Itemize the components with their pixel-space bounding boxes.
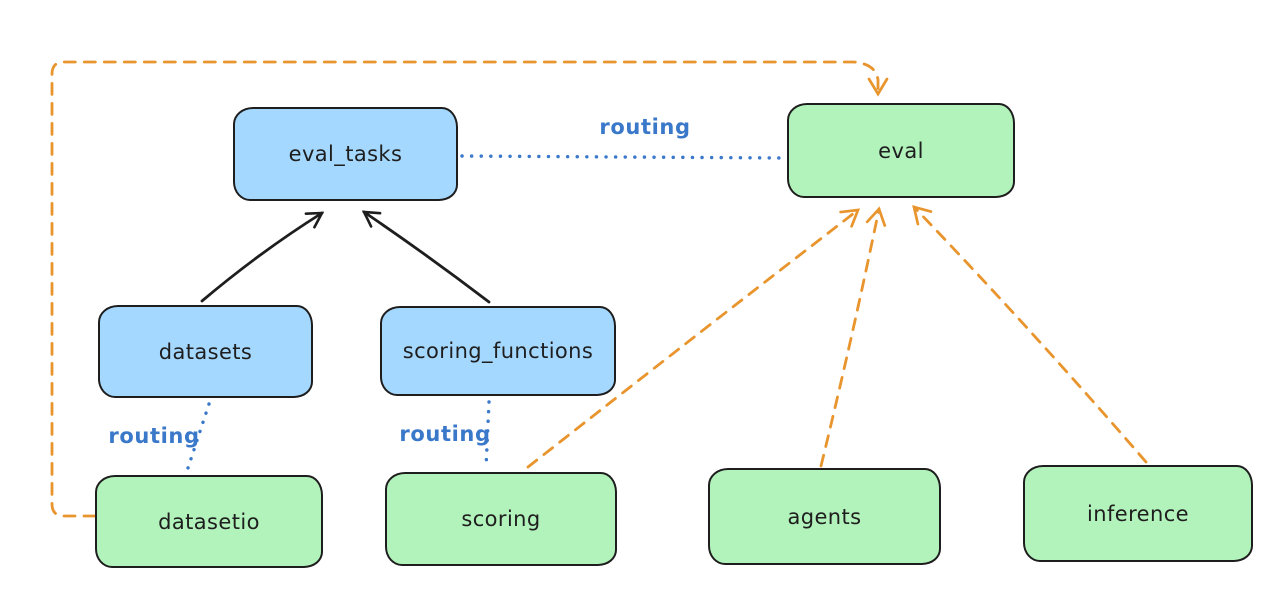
edge-agents-to-eval [819,206,887,468]
edge-datasets-to-eval-tasks [200,211,325,303]
node-eval-label: eval [878,138,924,163]
edge-scoring-functions-to-eval-tasks [361,210,491,304]
edge-scoring-functions-to-scoring-routing [484,400,491,470]
node-agents: agents [708,468,941,565]
edge-inference-to-eval [912,205,1148,464]
node-datasetio: datasetio [95,475,323,568]
node-scoring-functions-label: scoring_functions [402,339,594,363]
edge-label-routing-scoring: routing [399,422,491,446]
edge-datasetio-to-eval [50,60,889,518]
edge-datasets-to-datasetio-routing [185,402,211,473]
node-agents-label: agents [787,504,862,529]
node-inference: inference [1023,465,1253,562]
node-eval: eval [787,103,1015,198]
node-datasetio-label: datasetio [158,509,260,534]
edge-label-routing-top: routing [599,115,691,139]
node-scoring-functions: scoring_functions [380,306,616,396]
edge-label-routing-datasetio: routing [108,424,200,448]
node-datasets: datasets [98,305,313,398]
edge-eval-tasks-to-eval-routing [460,154,786,160]
node-inference-label: inference [1087,501,1189,526]
node-datasets-label: datasets [158,339,253,364]
node-scoring: scoring [385,472,617,566]
node-scoring-label: scoring [461,507,541,531]
node-eval-tasks-label: eval_tasks [288,142,403,166]
node-eval-tasks: eval_tasks [233,107,458,201]
edge-scoring-to-eval [526,208,861,469]
